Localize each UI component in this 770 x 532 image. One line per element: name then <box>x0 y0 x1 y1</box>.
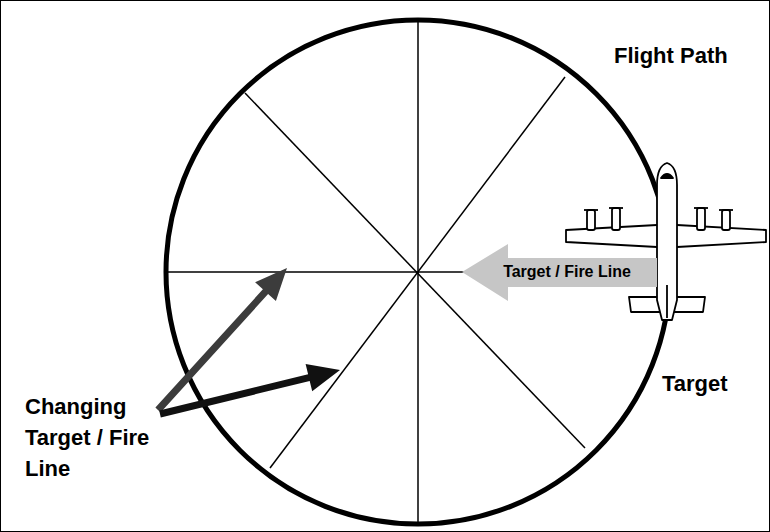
flight-path-circle <box>166 20 670 524</box>
arrow-label: Target / Fire Line <box>503 263 631 281</box>
fire-line-arrow: Target / Fire Line <box>460 243 658 303</box>
aircraft-engine <box>697 208 705 230</box>
arrow-fill <box>462 244 657 301</box>
aircraft-cockpit <box>661 174 673 178</box>
aircraft-prop <box>584 209 598 211</box>
changing-arrow <box>159 364 340 417</box>
aircraft-prop <box>609 207 623 209</box>
diagram-label: Flight Path <box>614 40 764 71</box>
aircraft <box>566 163 766 320</box>
aircraft-prop <box>694 207 708 209</box>
diagram-label: Target <box>662 368 762 399</box>
aircraft-engine <box>612 208 620 230</box>
aircraft-fuselage <box>657 163 677 320</box>
aircraft-fin <box>666 285 668 318</box>
spoke-line <box>167 271 470 273</box>
diagram-label: Changing Target / Fire Line <box>25 391 175 484</box>
aircraft-engine <box>587 210 595 230</box>
aircraft-engine <box>722 210 730 230</box>
aircraft-prop <box>719 209 733 211</box>
